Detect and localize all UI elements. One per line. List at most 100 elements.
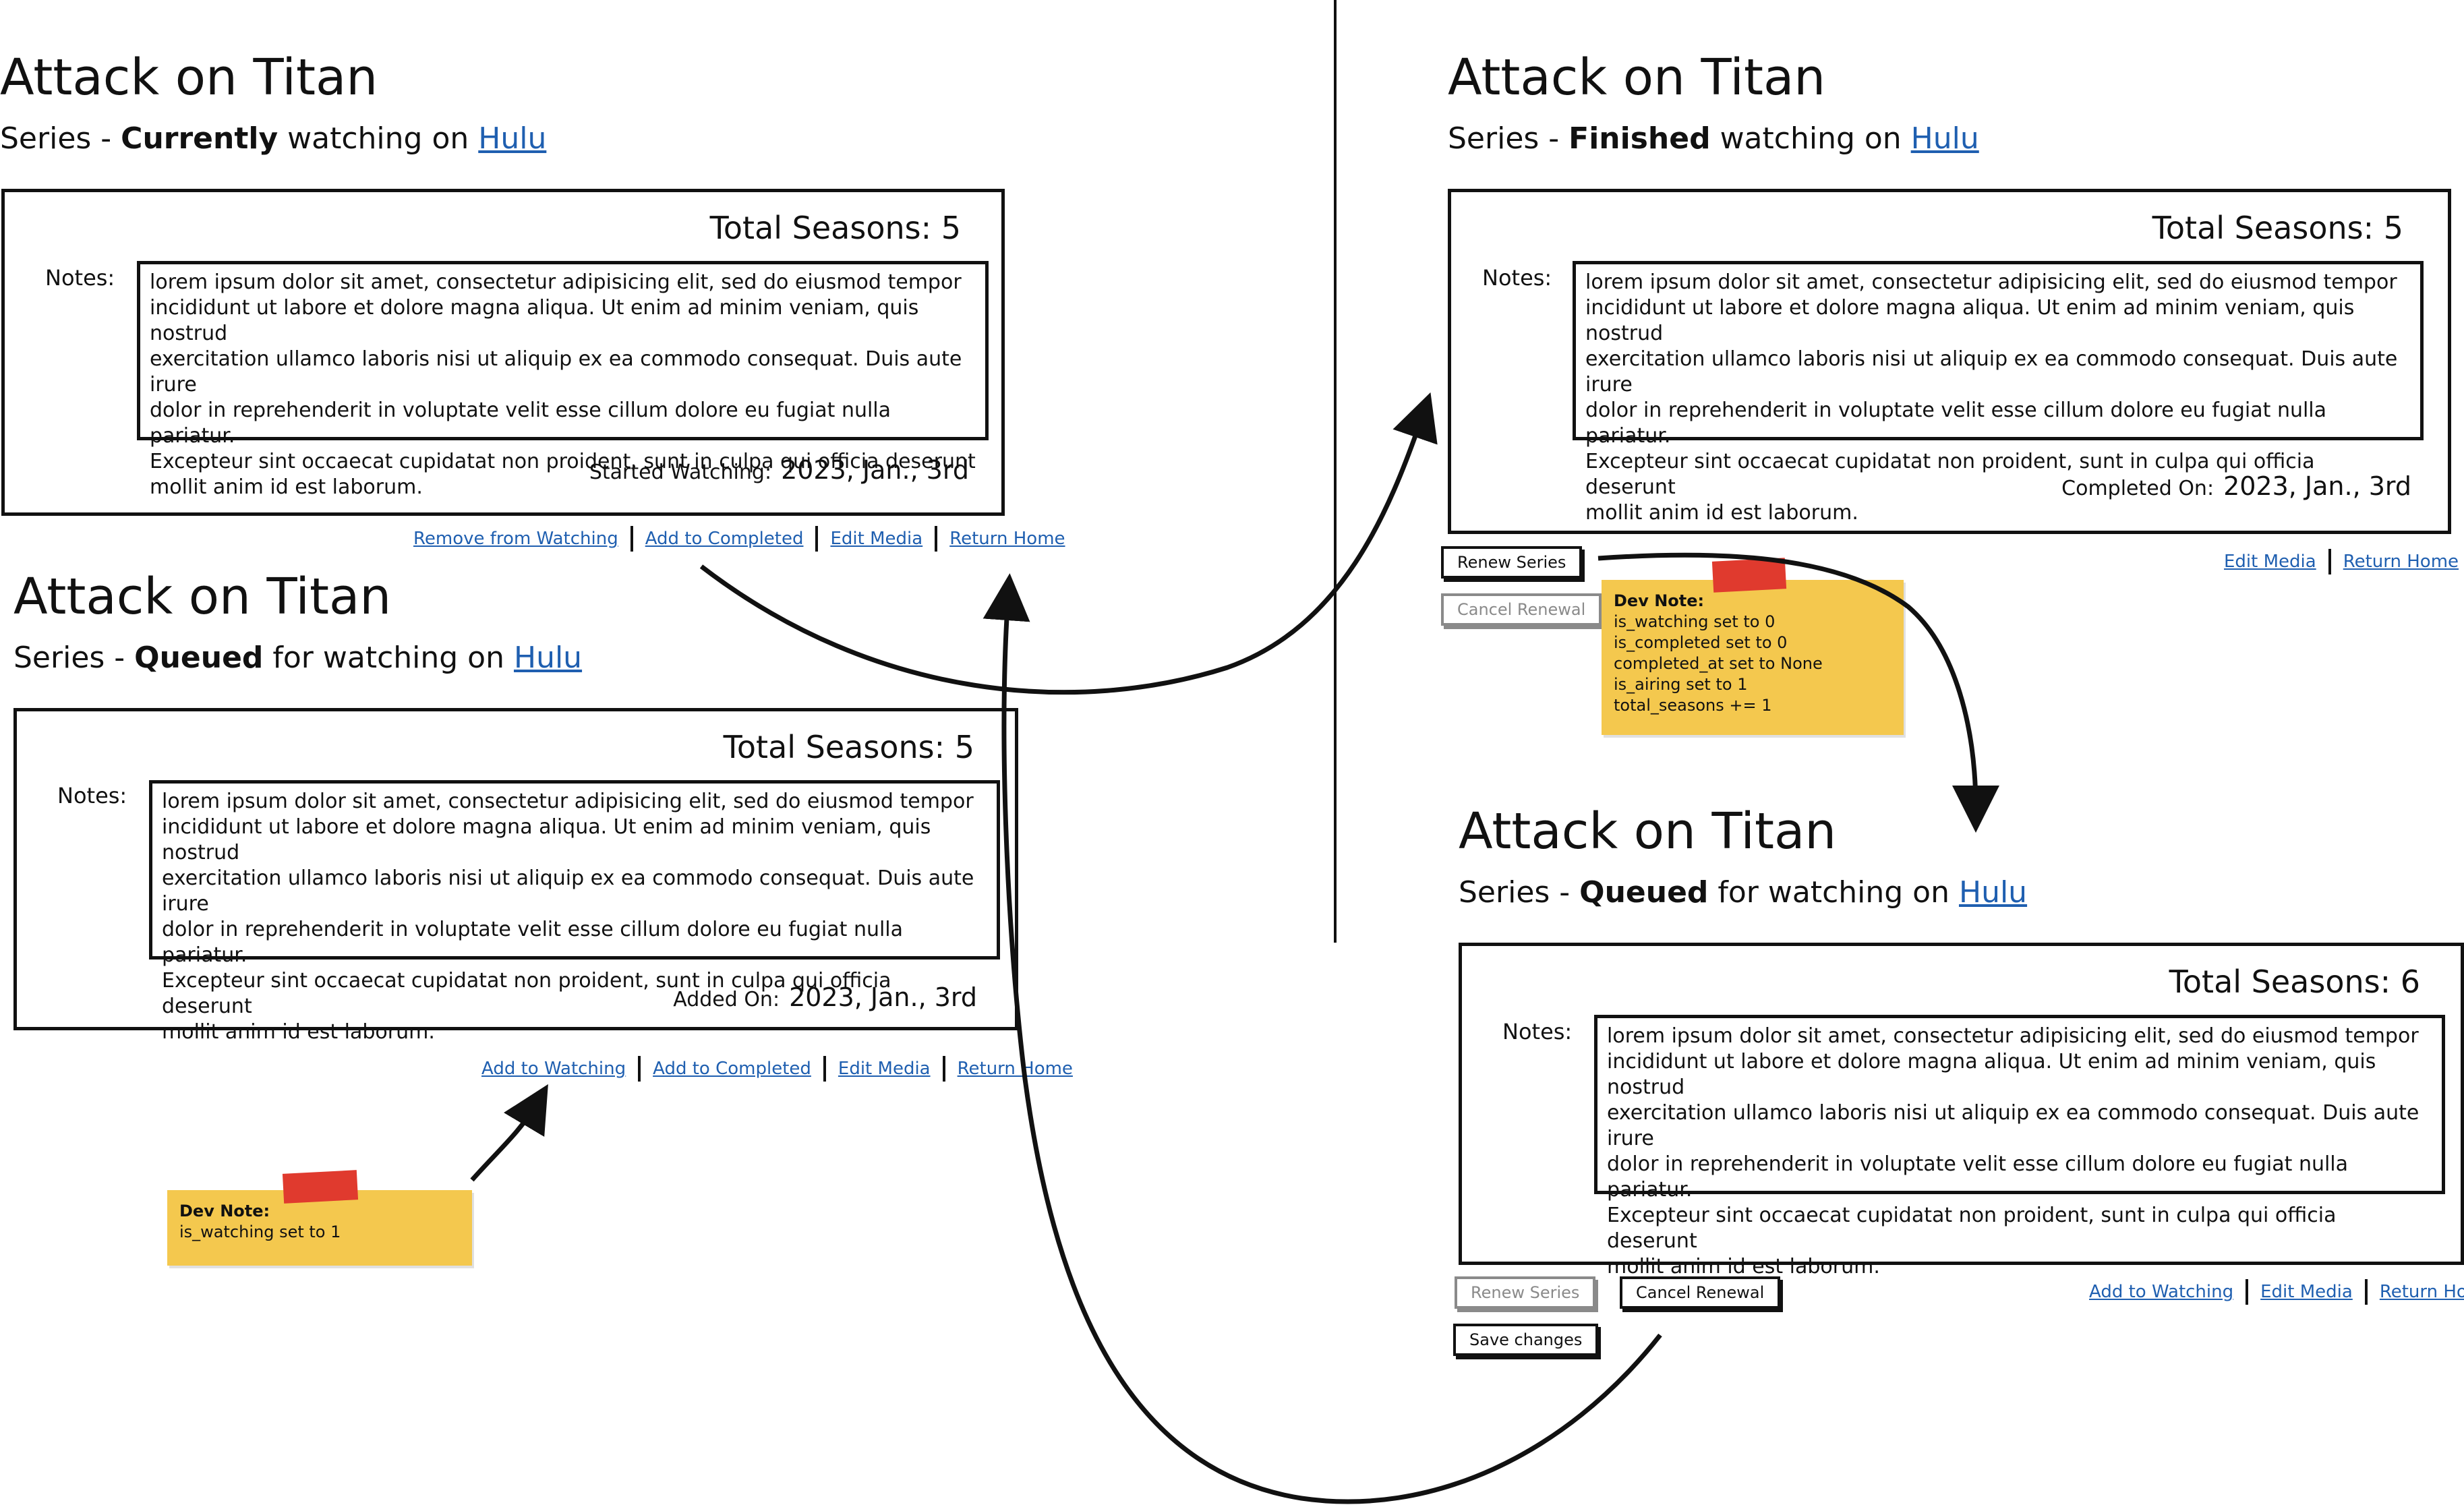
- notes-label: Notes:: [45, 265, 115, 291]
- total-seasons-value: 5: [941, 210, 961, 246]
- arrow-renew-to-queued: [1597, 552, 1999, 833]
- series-subtitle: Series - Queued for watching on Hulu: [13, 641, 582, 675]
- renew-series-button[interactable]: Renew Series: [1441, 546, 1583, 579]
- status-suffix: watching on: [1710, 121, 1911, 156]
- date-row: Started Watching: 2023, Jan., 3rd: [589, 455, 969, 485]
- date-value: 2023, Jan., 3rd: [789, 982, 977, 1012]
- link-divider: [815, 526, 819, 552]
- notes-label: Notes:: [1482, 265, 1552, 291]
- add-to-completed-link[interactable]: Add to Completed: [653, 1059, 811, 1079]
- arrow-note-to-watching: [470, 1084, 548, 1182]
- notes-label: Notes:: [1502, 1019, 1573, 1044]
- dev-note-line: is_completed set to 0: [1614, 633, 1788, 652]
- add-to-watching-link[interactable]: Add to Watching: [2089, 1282, 2234, 1302]
- series-prefix: Series -: [1459, 875, 1580, 910]
- date-value: 2023, Jan., 3rd: [781, 455, 969, 485]
- series-prefix: Series -: [0, 121, 121, 156]
- series-prefix: Series -: [13, 641, 135, 675]
- platform-link[interactable]: Hulu: [1910, 121, 1979, 156]
- total-seasons-label: Total Seasons:: [2152, 210, 2374, 246]
- status-suffix: for watching on: [1708, 875, 1959, 910]
- page-title: Attack on Titan: [1459, 802, 1837, 860]
- dev-note-line: completed_at set to None: [1614, 654, 1823, 673]
- return-home-link[interactable]: Return Home: [949, 529, 1065, 549]
- save-changes-button[interactable]: Save changes: [1453, 1324, 1599, 1356]
- link-divider: [942, 1056, 945, 1082]
- edit-media-link[interactable]: Edit Media: [838, 1059, 931, 1079]
- notes-textarea[interactable]: lorem ipsum dolor sit amet, consectetur …: [1594, 1015, 2445, 1278]
- return-home-link[interactable]: Return Home: [2379, 1282, 2464, 1302]
- link-divider: [2246, 1279, 2249, 1305]
- cancel-renewal-button[interactable]: Cancel Renewal: [1441, 593, 1602, 626]
- renew-series-button[interactable]: Renew Series: [1455, 1276, 1596, 1309]
- total-seasons: Total Seasons: 5: [710, 210, 961, 246]
- notes-label: Notes:: [57, 783, 127, 808]
- add-to-watching-link[interactable]: Add to Watching: [481, 1059, 626, 1079]
- arrow-completed-to-finished: [699, 392, 1438, 695]
- cancel-renewal-button[interactable]: Cancel Renewal: [1620, 1276, 1781, 1309]
- vertical-divider: [1334, 0, 1337, 943]
- media-card: Total Seasons: 5 Notes: lorem ipsum dolo…: [1, 189, 1005, 516]
- status-label: Queued: [134, 641, 264, 675]
- platform-link[interactable]: Hulu: [513, 641, 583, 675]
- date-row: Added On: 2023, Jan., 3rd: [673, 982, 977, 1012]
- dev-note: Dev Note: is_watching set to 0 is_comple…: [1602, 580, 1904, 735]
- return-home-link[interactable]: Return Home: [2343, 552, 2459, 572]
- link-divider: [638, 1056, 641, 1082]
- total-seasons-value: 6: [2400, 964, 2420, 1000]
- total-seasons-value: 5: [954, 729, 974, 765]
- dev-note-line: is_watching set to 0: [1614, 612, 1776, 631]
- dev-note-title: Dev Note:: [1614, 591, 1705, 610]
- media-card: Total Seasons: 5 Notes: lorem ipsum dolo…: [1448, 189, 2451, 534]
- total-seasons: Total Seasons: 6: [2169, 964, 2420, 1000]
- total-seasons: Total Seasons: 5: [2152, 210, 2403, 246]
- add-to-completed-link[interactable]: Add to Completed: [645, 529, 804, 549]
- status-label: Currently: [121, 121, 278, 156]
- dev-note-line: is_airing set to 1: [1614, 675, 1748, 694]
- page-title: Attack on Titan: [13, 568, 392, 626]
- series-subtitle: Series - Queued for watching on Hulu: [1459, 875, 2027, 910]
- platform-link[interactable]: Hulu: [1958, 875, 2028, 910]
- link-divider: [630, 526, 633, 552]
- dev-note-line: total_seasons += 1: [1614, 696, 1772, 715]
- date-row: Completed On: 2023, Jan., 3rd: [2061, 471, 2411, 501]
- total-seasons-label: Total Seasons:: [709, 210, 932, 246]
- status-suffix: for watching on: [263, 641, 514, 675]
- total-seasons: Total Seasons: 5: [724, 729, 974, 765]
- dev-note-line: is_watching set to 1: [179, 1222, 341, 1241]
- date-value: 2023, Jan., 3rd: [2223, 471, 2411, 501]
- page-title: Attack on Titan: [0, 49, 378, 107]
- action-links: Remove from Watching Add to Completed Ed…: [401, 526, 1078, 552]
- platform-link[interactable]: Hulu: [478, 121, 547, 156]
- total-seasons-value: 5: [2383, 210, 2403, 246]
- edit-media-link[interactable]: Edit Media: [2224, 552, 2316, 572]
- media-card: Total Seasons: 6 Notes: lorem ipsum dolo…: [1459, 943, 2464, 1278]
- dev-note-title: Dev Note:: [179, 1202, 270, 1220]
- link-divider: [935, 526, 938, 552]
- edit-media-link[interactable]: Edit Media: [830, 529, 923, 549]
- edit-media-link[interactable]: Edit Media: [2260, 1282, 2353, 1302]
- arrow-save-to-watching: [982, 573, 1662, 1504]
- date-label: Completed On:: [2061, 477, 2214, 500]
- date-label: Started Watching:: [589, 461, 772, 484]
- notes-textarea[interactable]: lorem ipsum dolor sit amet, consectetur …: [137, 261, 989, 499]
- series-subtitle: Series - Finished watching on Hulu: [1448, 121, 1979, 156]
- action-links: Add to Watching Add to Completed Edit Me…: [469, 1056, 1085, 1082]
- status-label: Queued: [1579, 875, 1709, 910]
- total-seasons-label: Total Seasons:: [723, 729, 945, 765]
- action-links: Edit Media Return Home: [2212, 549, 2464, 574]
- notes-textarea[interactable]: lorem ipsum dolor sit amet, consectetur …: [1573, 261, 2424, 525]
- status-label: Finished: [1568, 121, 1711, 156]
- link-divider: [823, 1056, 826, 1082]
- link-divider: [2328, 549, 2331, 574]
- series-subtitle: Series - Currently watching on Hulu: [0, 121, 546, 156]
- status-suffix: watching on: [278, 121, 479, 156]
- notes-textarea[interactable]: lorem ipsum dolor sit amet, consectetur …: [149, 780, 1000, 1044]
- return-home-link[interactable]: Return Home: [957, 1059, 1073, 1079]
- page-title: Attack on Titan: [1448, 49, 1826, 107]
- remove-from-watching-link[interactable]: Remove from Watching: [413, 529, 618, 549]
- media-card: Total Seasons: 5 Notes: lorem ipsum dolo…: [13, 708, 1018, 1044]
- date-label: Added On:: [673, 988, 780, 1011]
- total-seasons-label: Total Seasons:: [2169, 964, 2391, 1000]
